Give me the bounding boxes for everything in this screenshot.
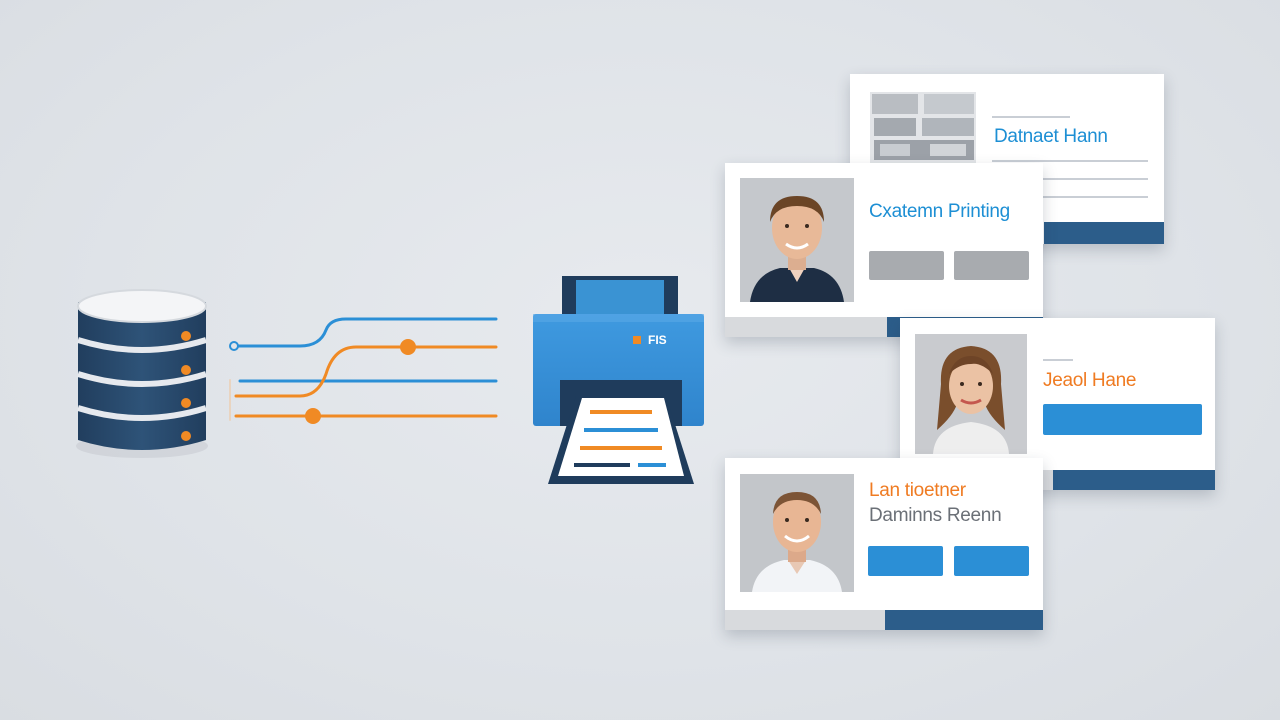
card-name: Lan tioetner [869, 480, 966, 501]
card-footer-bar [1053, 470, 1215, 490]
card-name: Cxatemn Printing [869, 201, 1010, 222]
card-footer [725, 610, 1043, 630]
man-portrait-photo [740, 178, 854, 302]
card-action-button[interactable] [868, 546, 943, 576]
badge-card-first: Cxatemn Printing [725, 163, 1043, 337]
printer-label: FIS [648, 333, 667, 347]
card-action-button[interactable] [869, 251, 944, 280]
divider [992, 160, 1148, 162]
card-action-button[interactable] [1043, 404, 1202, 435]
card-action-button[interactable] [954, 251, 1029, 280]
man-portrait-photo [740, 474, 854, 592]
card-action-button[interactable] [954, 546, 1029, 576]
data-flow-lines [229, 317, 498, 424]
divider [1043, 359, 1073, 361]
divider [992, 178, 1148, 180]
card-footer-bar [885, 610, 1043, 630]
document-thumbnail [870, 92, 976, 164]
database-icon [76, 289, 208, 458]
badge-card-third: Lan tioetner Daminns Reenn [725, 458, 1043, 630]
card-name: Jeaol Hane [1043, 370, 1137, 391]
woman-portrait-photo [915, 334, 1027, 454]
printer-icon [533, 276, 704, 484]
card-subtitle: Daminns Reenn [869, 505, 1002, 526]
card-name: Datnaet Hann [994, 126, 1108, 147]
card-footer-bar [1044, 222, 1164, 244]
divider [992, 116, 1070, 118]
divider [992, 196, 1148, 198]
